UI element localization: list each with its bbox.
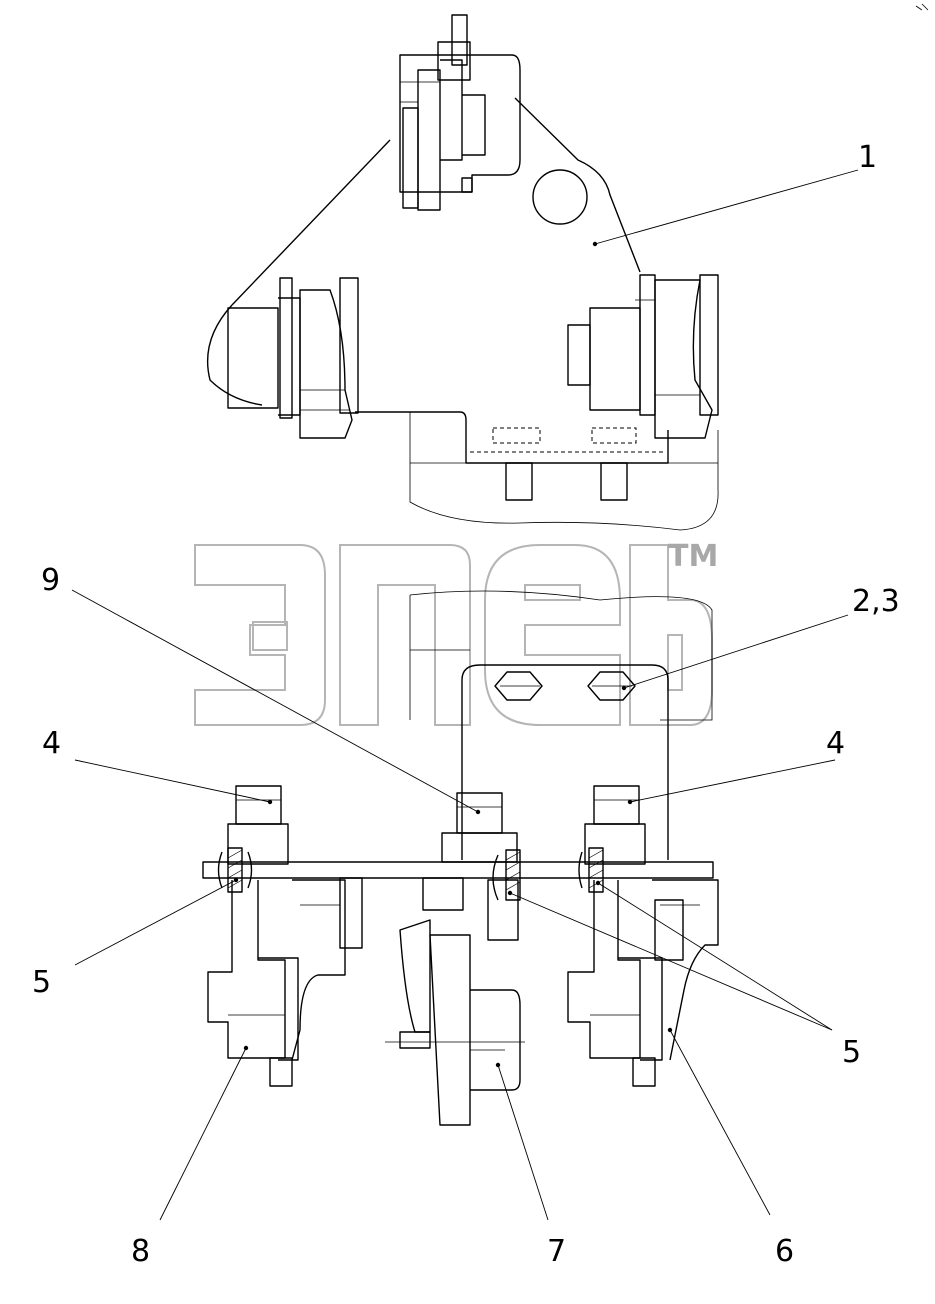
callout-4-right: 4: [826, 726, 845, 761]
top-right-mechanism: [567, 274, 719, 439]
mounting-hole: [532, 169, 588, 225]
callout-1: 1: [858, 140, 877, 175]
lower-middle-mechanism: [385, 877, 525, 1126]
corner-mark: [915, 3, 929, 11]
callout-4-left: 4: [42, 726, 61, 761]
watermark-logo: TM: [194, 539, 718, 726]
callout-labels: 1 9 2,3 4 4 5 5 8 7 6: [32, 140, 900, 1269]
callout-5-left: 5: [32, 965, 51, 1000]
lower-left-mechanism: [207, 877, 363, 1087]
callout-9: 9: [41, 563, 60, 598]
callout-5-right: 5: [842, 1035, 861, 1070]
top-left-mechanism: [206, 277, 359, 439]
callout-6: 6: [775, 1234, 794, 1269]
rivet-middle: [492, 849, 521, 901]
top-bracket-plate: [231, 97, 719, 531]
lower-assembly: [202, 590, 719, 1126]
rivet-left: [217, 847, 253, 893]
callout-8: 8: [131, 1234, 150, 1269]
callout-7: 7: [547, 1234, 566, 1269]
lower-right-mechanism: [567, 879, 719, 1087]
trademark-label: TM: [668, 539, 718, 574]
top-upper-mechanism: [399, 14, 521, 211]
leader-lines: [71, 169, 859, 1221]
callout-2-3: 2,3: [852, 584, 900, 619]
rivet-right: [578, 847, 604, 893]
